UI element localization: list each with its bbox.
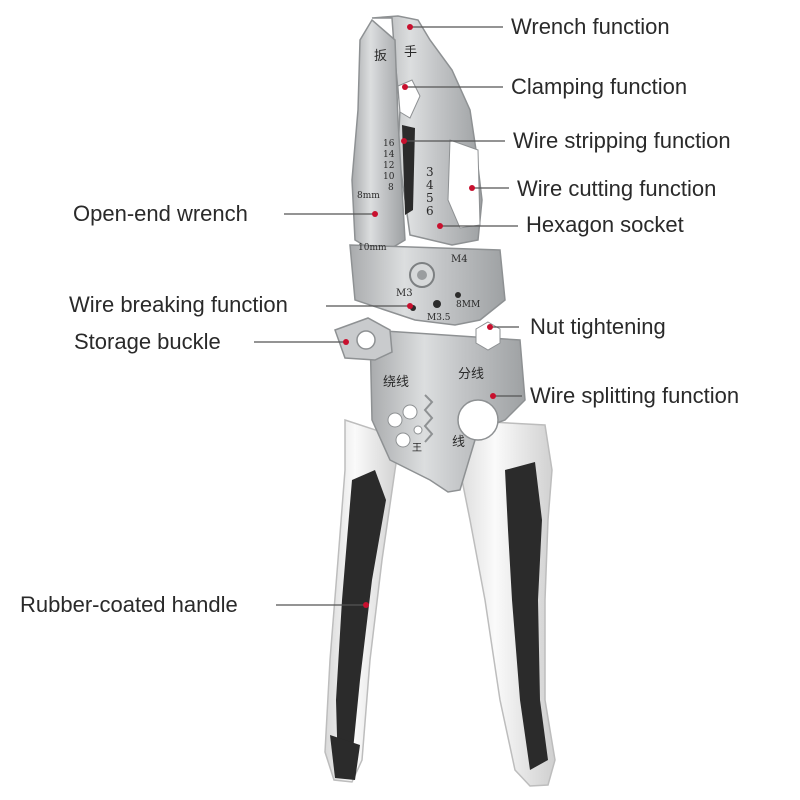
stamp-winding-cn: 绕线: [383, 375, 409, 390]
stamp-socket-6: 6: [426, 204, 434, 218]
left-rubber-grip: [336, 470, 386, 772]
callout-clamping-function: Clamping function: [511, 74, 688, 99]
callout-wire-stripping-function: Wire stripping function: [513, 128, 731, 153]
stamp-wrench-8mm: 8mm: [357, 191, 380, 201]
left-handle: [324, 418, 401, 783]
right-rubber-grip: [505, 462, 548, 770]
stamp-wrench-cn-1: 扳: [374, 48, 387, 64]
stamp-nut-8mm: 8MM: [456, 300, 480, 310]
leader-lines: [254, 26, 522, 606]
pointer-dots: [343, 24, 496, 608]
stamp-split-cn-2: 线: [452, 435, 465, 450]
callout-wire-breaking-function: Wire breaking function: [69, 292, 288, 317]
hexagon-nut-hole: [475, 321, 501, 351]
callout-rubber-coated-handle: Rubber-coated handle: [20, 592, 238, 617]
right-handle: [454, 419, 556, 787]
callout-wire-cutting-function: Wire cutting function: [517, 176, 717, 201]
callout-storage-buckle: Storage buckle: [74, 329, 221, 354]
stamp-thread-m35: M3.5: [427, 313, 451, 323]
stamp-wrench-cn-2: 手: [404, 45, 417, 60]
callout-open-end-wrench: Open-end wrench: [73, 201, 248, 226]
stamp-gauge-14: 14: [383, 150, 395, 160]
stamp-mark-cn: 王: [412, 443, 422, 454]
stamp-thread-m4: M4: [451, 254, 468, 265]
stamp-gauge-8: 8: [388, 183, 394, 193]
pliers-head: [334, 15, 526, 493]
stamp-socket-5: 5: [426, 191, 434, 205]
stamp-thread-m3: M3: [396, 288, 413, 299]
stamp-socket-3: 3: [426, 165, 434, 179]
stamp-wrench-10mm: 10mm: [358, 243, 387, 253]
stamp-gauge-10: 10: [383, 172, 395, 182]
stamp-split-cn-1: 分线: [458, 367, 484, 382]
stamp-gauge-16: 16: [383, 139, 395, 149]
tool-stamps: 扳 手 16 14 12 10 8 3 4 5 6 8mm 10mm M4 M3…: [357, 45, 484, 454]
stamp-gauge-12: 12: [383, 161, 394, 171]
callout-wrench-function: Wrench function: [511, 14, 670, 39]
callout-hexagon-socket: Hexagon socket: [526, 212, 684, 237]
callout-wire-splitting-function: Wire splitting function: [530, 383, 740, 408]
callout-nut-tightening: Nut tightening: [530, 314, 666, 339]
stamp-socket-4: 4: [426, 178, 434, 192]
